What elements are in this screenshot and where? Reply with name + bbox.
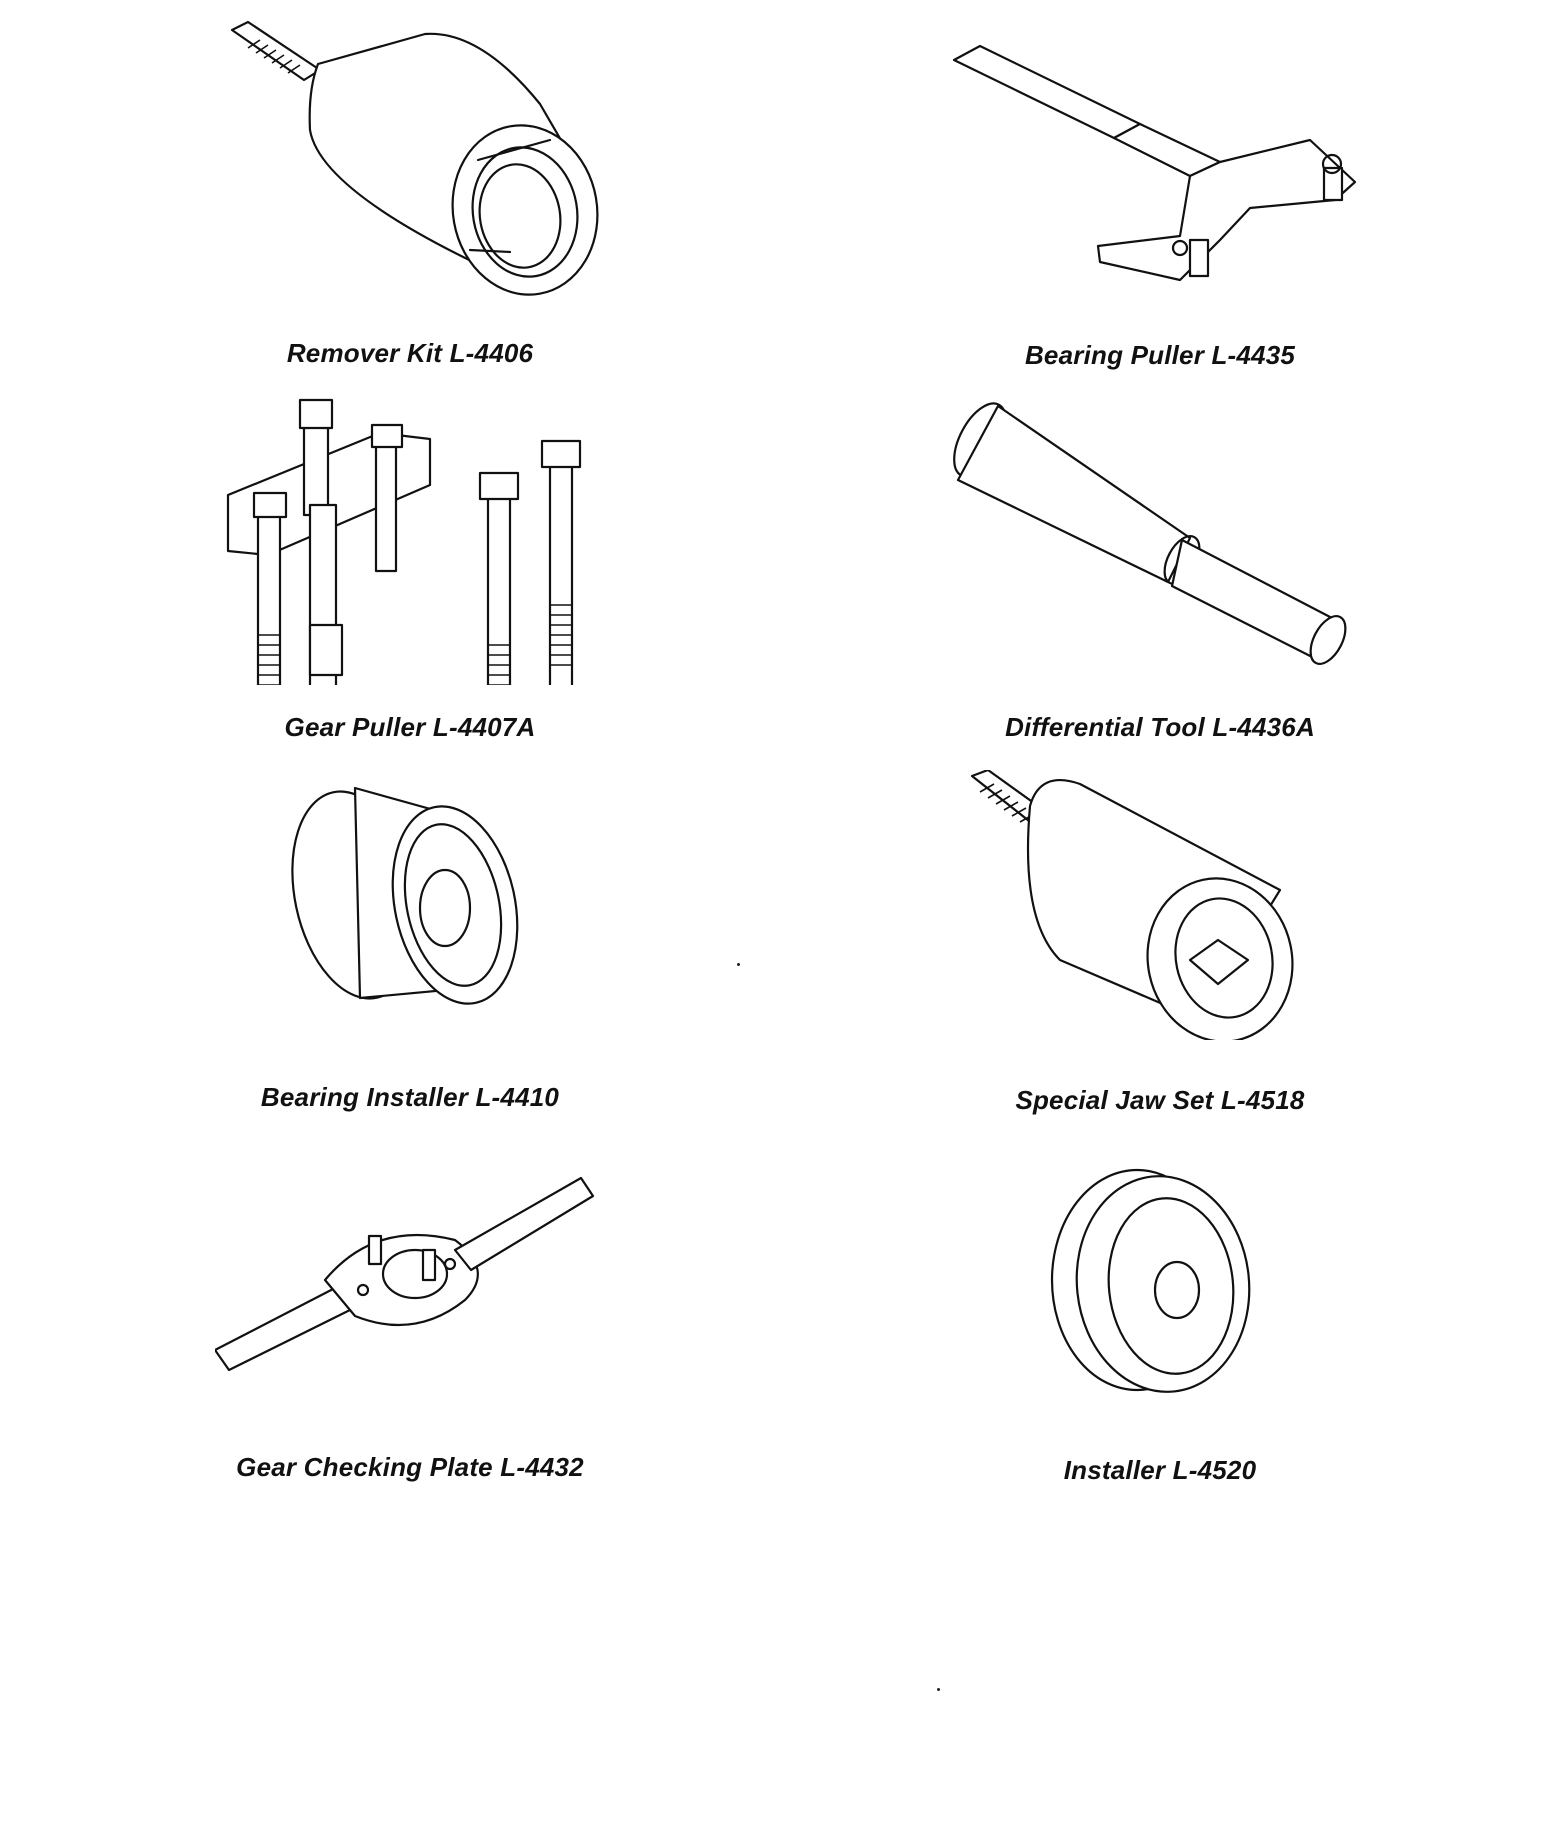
remover-kit-icon [230, 20, 599, 296]
remover-kit-label: Remover Kit L-4406 [286, 338, 534, 368]
gear-puller-icon [226, 398, 582, 685]
special-jaw-set-icon [970, 770, 1294, 1040]
gear-checking-plate-icon [215, 1176, 595, 1372]
gear-puller-label: Gear Puller L-4407A [284, 712, 536, 742]
differential-tool-icon [953, 402, 1347, 665]
installer-icon [1050, 1168, 1251, 1393]
special-jaw-set-label: Special Jaw Set L-4518 [1015, 1085, 1305, 1115]
bearing-installer-label: Bearing Installer L-4410 [260, 1082, 560, 1112]
installer-label: Installer L-4520 [1063, 1455, 1257, 1485]
bearing-puller-label: Bearing Puller L-4435 [1024, 340, 1296, 370]
bearing-puller-icon [952, 44, 1357, 282]
speck [737, 963, 740, 966]
differential-tool-label: Differential Tool L-4436A [1005, 712, 1315, 742]
gear-checking-plate-label: Gear Checking Plate L-4432 [236, 1452, 584, 1482]
speck [937, 1688, 940, 1691]
bearing-installer-icon [291, 786, 519, 1005]
